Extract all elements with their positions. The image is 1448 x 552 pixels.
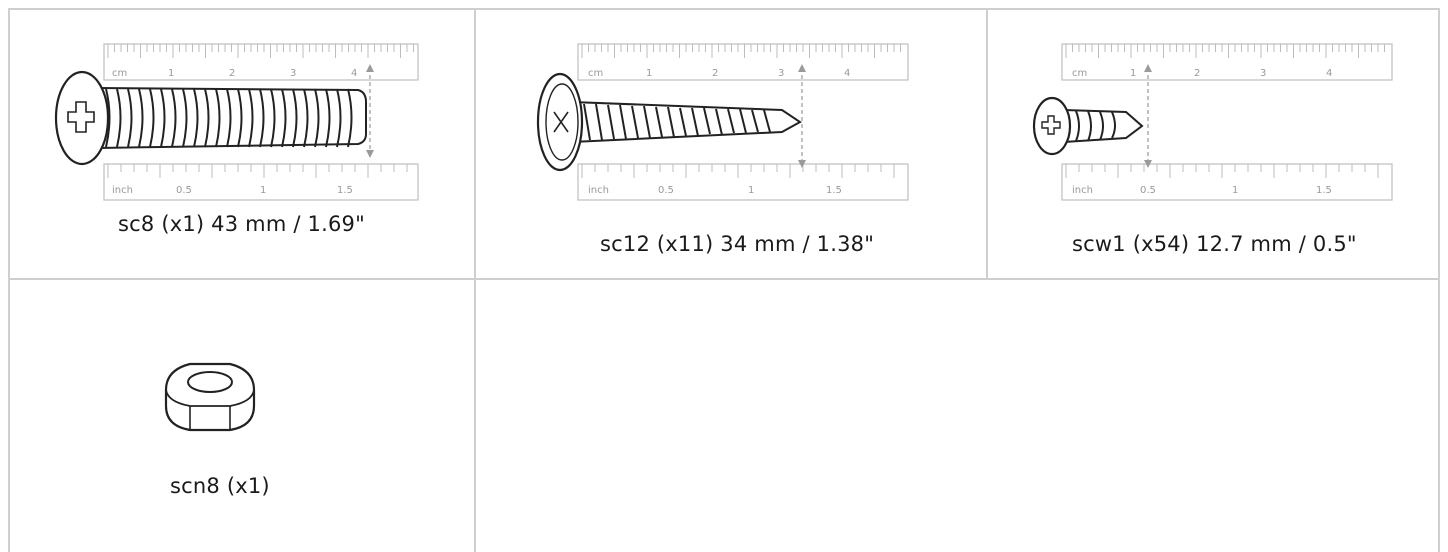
thread-line: [292, 88, 298, 148]
part-cell-scn8: scn8 (x1): [10, 280, 476, 552]
inch-unit-label: inch: [112, 185, 133, 196]
inch-ruler: inch 0.5 1 1.5: [577, 163, 909, 201]
thread-line: [237, 88, 243, 148]
inch-ruler: inch 0.5 1 1.5: [1061, 163, 1393, 201]
inch-tick-label: 1: [1232, 185, 1238, 196]
inch-tick-label: 0.5: [658, 185, 674, 196]
part-caption: sc12 (x11) 34 mm / 1.38": [600, 232, 875, 256]
cm-ruler: cm 1 2 3 4: [103, 43, 419, 81]
hex-nut-icon: [164, 362, 256, 432]
thread-line: [336, 88, 342, 148]
part-cell-sc8: cm 1 2 3 4 inch 0.5 1 1.5: [10, 10, 476, 280]
empty-cell: [476, 280, 1438, 552]
thread-line: [270, 88, 276, 148]
cm-tick-label: 1: [1130, 68, 1136, 79]
phillips-head-icon: [54, 70, 110, 166]
cm-ruler: cm 1 2 3 4: [577, 43, 909, 81]
cm-tick-label: 4: [844, 68, 850, 79]
thread-line: [149, 88, 155, 148]
cm-tick-label: 1: [646, 68, 652, 79]
thread-line: [204, 88, 210, 148]
inch-tick-label: 0.5: [176, 185, 192, 196]
thread-line: [215, 88, 221, 148]
cm-tick-label: 2: [229, 68, 235, 79]
cm-ruler: cm 1 2 3 4: [1061, 43, 1393, 81]
part-caption: scw1 (x54) 12.7 mm / 0.5": [1072, 232, 1357, 256]
thread-line: [281, 88, 287, 148]
part-cell-sc12: cm 1 2 3 4 inch 0.5 1 1.5: [476, 10, 988, 280]
part-cell-scw1: cm 1 2 3 4 inch 0.5 1 1.5: [988, 10, 1438, 280]
inch-tick-label: 0.5: [1140, 185, 1156, 196]
thread-line: [226, 88, 232, 148]
sc12-screw-illustration: cm 1 2 3 4 inch 0.5 1 1.5: [536, 43, 909, 201]
inch-ruler: inch 0.5 1 1.5: [103, 163, 419, 201]
thread-line: [182, 88, 188, 148]
screw-shaft: [97, 87, 367, 149]
cm-unit-label: cm: [1072, 68, 1087, 79]
thread-line: [116, 88, 122, 148]
phillips-head-icon: [1032, 96, 1072, 156]
screw-shaft: [571, 101, 802, 143]
thread-line: [325, 88, 331, 148]
thread-line: [314, 88, 320, 148]
cm-tick-label: 1: [168, 68, 174, 79]
thread-line: [160, 88, 166, 148]
thread-line: [248, 88, 254, 148]
part-caption: scn8 (x1): [170, 474, 270, 498]
thread-line: [138, 88, 144, 148]
thread-line: [193, 88, 199, 148]
sc8-screw-illustration: cm 1 2 3 4 inch 0.5 1 1.5: [54, 43, 419, 201]
length-indicator: [798, 64, 806, 168]
inch-tick-label: 1.5: [826, 185, 842, 196]
inch-unit-label: inch: [1072, 185, 1093, 196]
thread-line: [347, 88, 353, 148]
part-caption: sc8 (x1) 43 mm / 1.69": [118, 212, 365, 236]
inch-tick-label: 1: [260, 185, 266, 196]
cm-tick-label: 3: [290, 68, 296, 79]
inch-tick-label: 1.5: [1316, 185, 1332, 196]
cm-tick-label: 3: [778, 68, 784, 79]
cm-tick-label: 4: [1326, 68, 1332, 79]
cm-tick-label: 2: [712, 68, 718, 79]
inch-tick-label: 1: [748, 185, 754, 196]
length-indicator: [366, 64, 374, 158]
screw-shaft: [1063, 109, 1144, 143]
cm-unit-label: cm: [588, 68, 603, 79]
thread-line: [259, 88, 265, 148]
phillips-head-icon: [536, 72, 584, 172]
cm-tick-label: 3: [1260, 68, 1266, 79]
inch-tick-label: 1.5: [337, 185, 353, 196]
length-indicator: [1144, 64, 1152, 168]
thread-line: [105, 88, 111, 148]
cm-tick-label: 4: [351, 68, 357, 79]
inch-unit-label: inch: [588, 185, 609, 196]
scw1-screw-illustration: cm 1 2 3 4 inch 0.5 1 1.5: [1032, 43, 1393, 201]
parts-table: cm 1 2 3 4 inch 0.5 1 1.5: [8, 8, 1440, 552]
thread-line: [303, 88, 309, 148]
cm-unit-label: cm: [112, 68, 127, 79]
cm-tick-label: 2: [1194, 68, 1200, 79]
thread-line: [127, 88, 133, 148]
thread-line: [171, 88, 177, 148]
